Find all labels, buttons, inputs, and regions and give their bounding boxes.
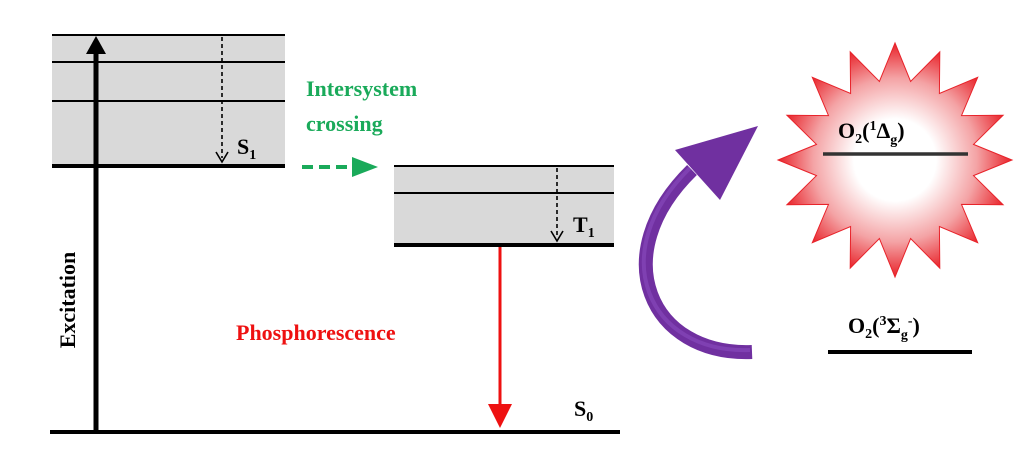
phosphorescence-label: Phosphorescence [236,320,396,345]
isc-label-line2: crossing [306,111,383,136]
singlet-oxygen-starburst [776,41,1014,279]
isc-label-line1: Intersystem [306,76,417,101]
excitation-label: Excitation [55,252,80,349]
s1-relaxation-arrowhead [215,151,229,164]
t1-vibrational-band [394,166,614,245]
singlet-oxygen-label: O2(1Δg) [838,118,905,148]
phosphorescence-arrow [488,247,512,428]
excitation-arrow [86,36,106,432]
t1-relaxation-arrowhead [550,230,564,243]
s1-label: S1 [237,134,256,163]
energy-transfer-arrow [638,126,758,360]
isc-dashed-arrow [302,157,378,177]
s0-label: S0 [574,396,593,425]
t1-state: T1 [394,165,614,247]
triplet-oxygen-label: O2(3Σg-) [848,313,920,343]
s1-state: S1 [52,34,285,168]
t1-label: T1 [573,212,595,241]
